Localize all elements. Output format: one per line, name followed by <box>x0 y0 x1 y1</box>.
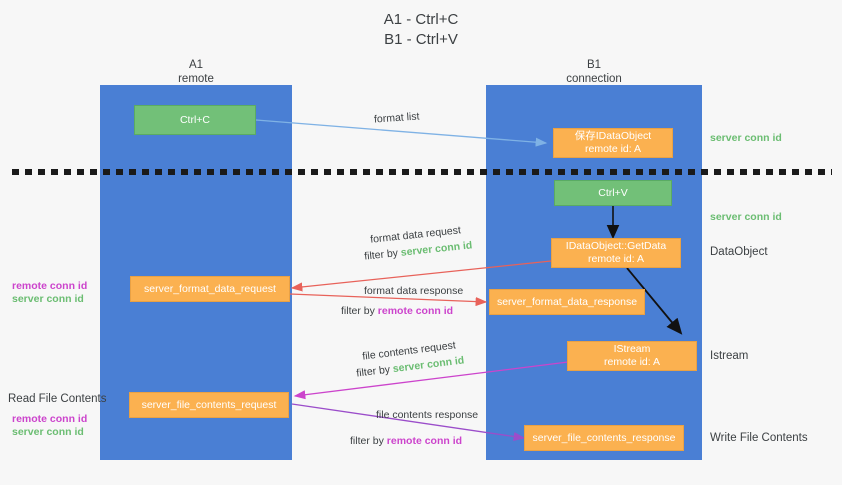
edge-label-file-contents-response: file contents response <box>376 409 479 421</box>
left-label-server-conn-id-2: server conn id <box>12 426 84 438</box>
right-label-istream: Istream <box>710 350 749 362</box>
diagram-title: A1 - Ctrl+C B1 - Ctrl+V <box>0 10 842 50</box>
node-idataobject-getdata-line2: remote id: A <box>587 253 645 265</box>
left-label-read-file-contents: Read File Contents <box>8 393 107 405</box>
lane-a1-name: A1 <box>188 59 204 71</box>
filter-prefix: filter by <box>363 246 402 263</box>
node-idataobject-received-line1: 保存IDataObject <box>574 130 652 142</box>
node-idataobject-received[interactable]: 保存IDataObject remote id: A <box>553 128 673 158</box>
node-ctrl-v-label: Ctrl+V <box>598 186 628 199</box>
lane-b1-name: B1 <box>586 59 602 71</box>
node-server-file-contents-request-label: server_file_contents_request <box>141 398 277 411</box>
arrow-file-contents-request <box>293 361 569 400</box>
node-ctrl-v[interactable]: Ctrl+V <box>554 180 672 206</box>
left-label-server-conn-id-1: server conn id <box>12 293 84 305</box>
node-server-format-data-request[interactable]: server_format_data_request <box>130 276 290 302</box>
filter-key-remote-conn-id: remote conn id <box>377 305 454 317</box>
right-label-write-file-contents: Write File Contents <box>710 432 808 444</box>
node-istream-line1: IStream <box>613 343 651 355</box>
phase-divider <box>12 169 832 175</box>
node-server-file-contents-response[interactable]: server_file_contents_response <box>524 425 684 451</box>
filter-prefix: filter by <box>341 305 378 317</box>
node-istream-line2: remote id: A <box>603 356 661 368</box>
arrow-getdata-to-istream <box>626 267 683 335</box>
node-idataobject-getdata[interactable]: IDataObject::GetData remote id: A <box>551 238 681 268</box>
arrow-format-data-response <box>289 293 488 307</box>
lane-b1-sub: connection <box>566 73 622 85</box>
node-idataobject-getdata-line1: IDataObject::GetData <box>565 240 667 252</box>
filter-key-remote-conn-id: remote conn id <box>386 435 463 447</box>
node-ctrl-c[interactable]: Ctrl+C <box>134 105 256 135</box>
lane-header-b1: B1 connection <box>494 58 694 86</box>
title-line-1: A1 - Ctrl+C <box>383 11 459 28</box>
arrow-file-contents-response <box>291 403 526 441</box>
edge-label-file-contents-response-filter: filter by remote conn id <box>350 434 462 448</box>
node-server-file-contents-request[interactable]: server_file_contents_request <box>129 392 289 418</box>
node-server-format-data-response-label: server_format_data_response <box>496 295 638 308</box>
node-server-file-contents-response-label: server_file_contents_response <box>532 431 676 444</box>
left-label-remote-conn-id-2: remote conn id <box>12 413 88 425</box>
lane-a1-sub: remote <box>178 73 214 85</box>
title-line-2: B1 - Ctrl+V <box>384 31 458 48</box>
node-ctrl-c-label: Ctrl+C <box>179 113 211 126</box>
filter-prefix: filter by <box>350 435 387 447</box>
node-idataobject-received-line2: remote id: A <box>584 143 642 155</box>
left-label-remote-conn-id-1: remote conn id <box>12 280 88 292</box>
node-istream[interactable]: IStream remote id: A <box>567 341 697 371</box>
node-server-format-data-response[interactable]: server_format_data_response <box>489 289 645 315</box>
node-server-format-data-request-label: server_format_data_request <box>144 282 276 295</box>
edge-label-format-data-response: format data response <box>364 285 464 297</box>
edge-label-format-data-response-filter: filter by remote conn id <box>341 304 453 318</box>
arrow-format-data-request <box>290 260 552 292</box>
right-label-dataobject: DataObject <box>710 246 768 258</box>
arrow-format-list <box>255 119 548 147</box>
lane-header-a1: A1 remote <box>96 58 296 86</box>
right-label-server-conn-id-mid: server conn id <box>710 211 782 223</box>
right-label-server-conn-id-top: server conn id <box>710 132 782 144</box>
